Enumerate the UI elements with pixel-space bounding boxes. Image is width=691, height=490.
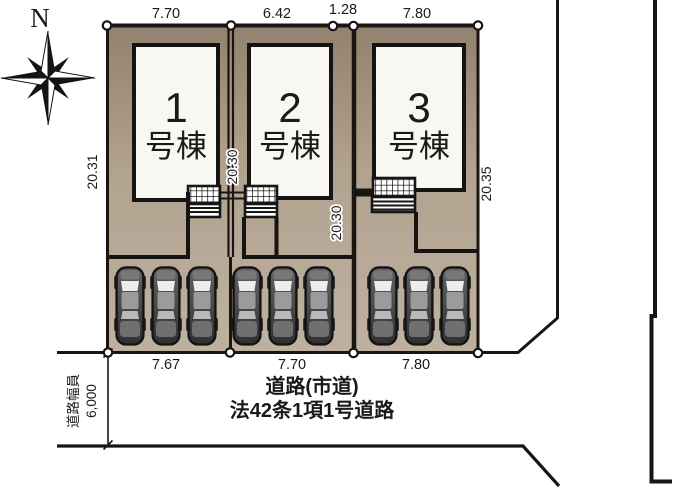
top-dimension-labels: 7.70 6.42 1.28 7.80 <box>152 2 431 22</box>
dimension-label: 20.31 <box>84 154 100 189</box>
road-width-label: 道路幅員 <box>66 374 81 428</box>
house-3-suffix: 号棟 <box>388 129 450 164</box>
porch-3-connector <box>354 188 373 197</box>
road-far-edge-line <box>57 444 561 488</box>
house-2-outline <box>247 43 333 200</box>
car-icon <box>303 266 335 346</box>
boundary-point <box>327 20 339 32</box>
entrance-porches <box>186 176 417 219</box>
road-name: 道路(市道) 法42条1項1号道路 <box>230 374 395 422</box>
boundary-point <box>102 347 114 358</box>
wall-lot-1 <box>107 192 190 259</box>
house-1-suffix: 号棟 <box>145 129 207 164</box>
boundary-point <box>225 20 237 31</box>
boundary-point <box>348 20 359 32</box>
east-neighbor-boundary-line <box>649 0 672 484</box>
house-1-number: 1 <box>164 84 187 131</box>
road-width-text: 道路幅員 6,000 <box>66 374 99 428</box>
parking-cars <box>114 266 471 346</box>
road-near-edge-line <box>57 0 559 354</box>
house-3-number: 3 <box>407 84 430 131</box>
car-icon <box>367 266 399 346</box>
lot1-lot2-boundary-line <box>227 26 235 257</box>
dimension-label: 20.35 <box>478 166 494 201</box>
house-labels: 1 号棟 2 号棟 3 号棟 <box>145 84 450 164</box>
wall-lot-3 <box>414 212 478 253</box>
dimension-label: 7.67 <box>152 357 180 373</box>
car-icon <box>150 266 182 346</box>
dimension-label: 20.30 <box>224 149 240 184</box>
car-icon <box>403 266 435 346</box>
house-1-outline <box>132 43 220 202</box>
boundary-point <box>348 347 359 359</box>
entrance-porch-2 <box>243 184 279 219</box>
boundary-lines <box>57 0 672 488</box>
dimension-label: 7.70 <box>152 6 180 22</box>
houses <box>132 43 466 202</box>
dimension-label: 7.80 <box>403 6 431 22</box>
car-icon <box>186 266 218 346</box>
entrance-porch-3 <box>370 176 417 214</box>
retaining-walls <box>107 192 478 259</box>
car-icon <box>114 266 146 346</box>
dimension-label: 6.42 <box>263 6 291 22</box>
dimension-label: 20.30 <box>328 205 344 240</box>
boundary-points <box>101 20 484 359</box>
car-icon <box>439 266 471 346</box>
house-2-number: 2 <box>278 84 301 131</box>
road-width-value: 6,000 <box>84 384 99 418</box>
bottom-dimension-labels: 7.67 7.70 7.80 <box>152 357 430 373</box>
compass-rose-icon: N <box>0 3 96 126</box>
boundary-point <box>224 347 236 358</box>
entrance-porch-1 <box>186 184 222 219</box>
boundary-point <box>472 20 484 31</box>
house-3-outline <box>372 43 466 192</box>
side-dimension-labels: 20.31 20.30 20.30 20.35 <box>82 148 496 243</box>
dimension-label: 1.28 <box>329 2 357 18</box>
wall-lot-2 <box>242 217 354 259</box>
dimension-label: 7.80 <box>402 357 430 373</box>
boundary-point <box>101 20 113 31</box>
road-name-line1: 道路(市道) <box>265 374 358 398</box>
road-name-line2: 法42条1項1号道路 <box>230 398 395 422</box>
car-icon <box>267 266 299 346</box>
compass-north-label: N <box>30 3 50 33</box>
car-icon <box>231 266 263 346</box>
house-2-suffix: 号棟 <box>259 129 321 164</box>
dimension-label: 7.70 <box>278 357 306 373</box>
boundary-point <box>472 347 484 359</box>
